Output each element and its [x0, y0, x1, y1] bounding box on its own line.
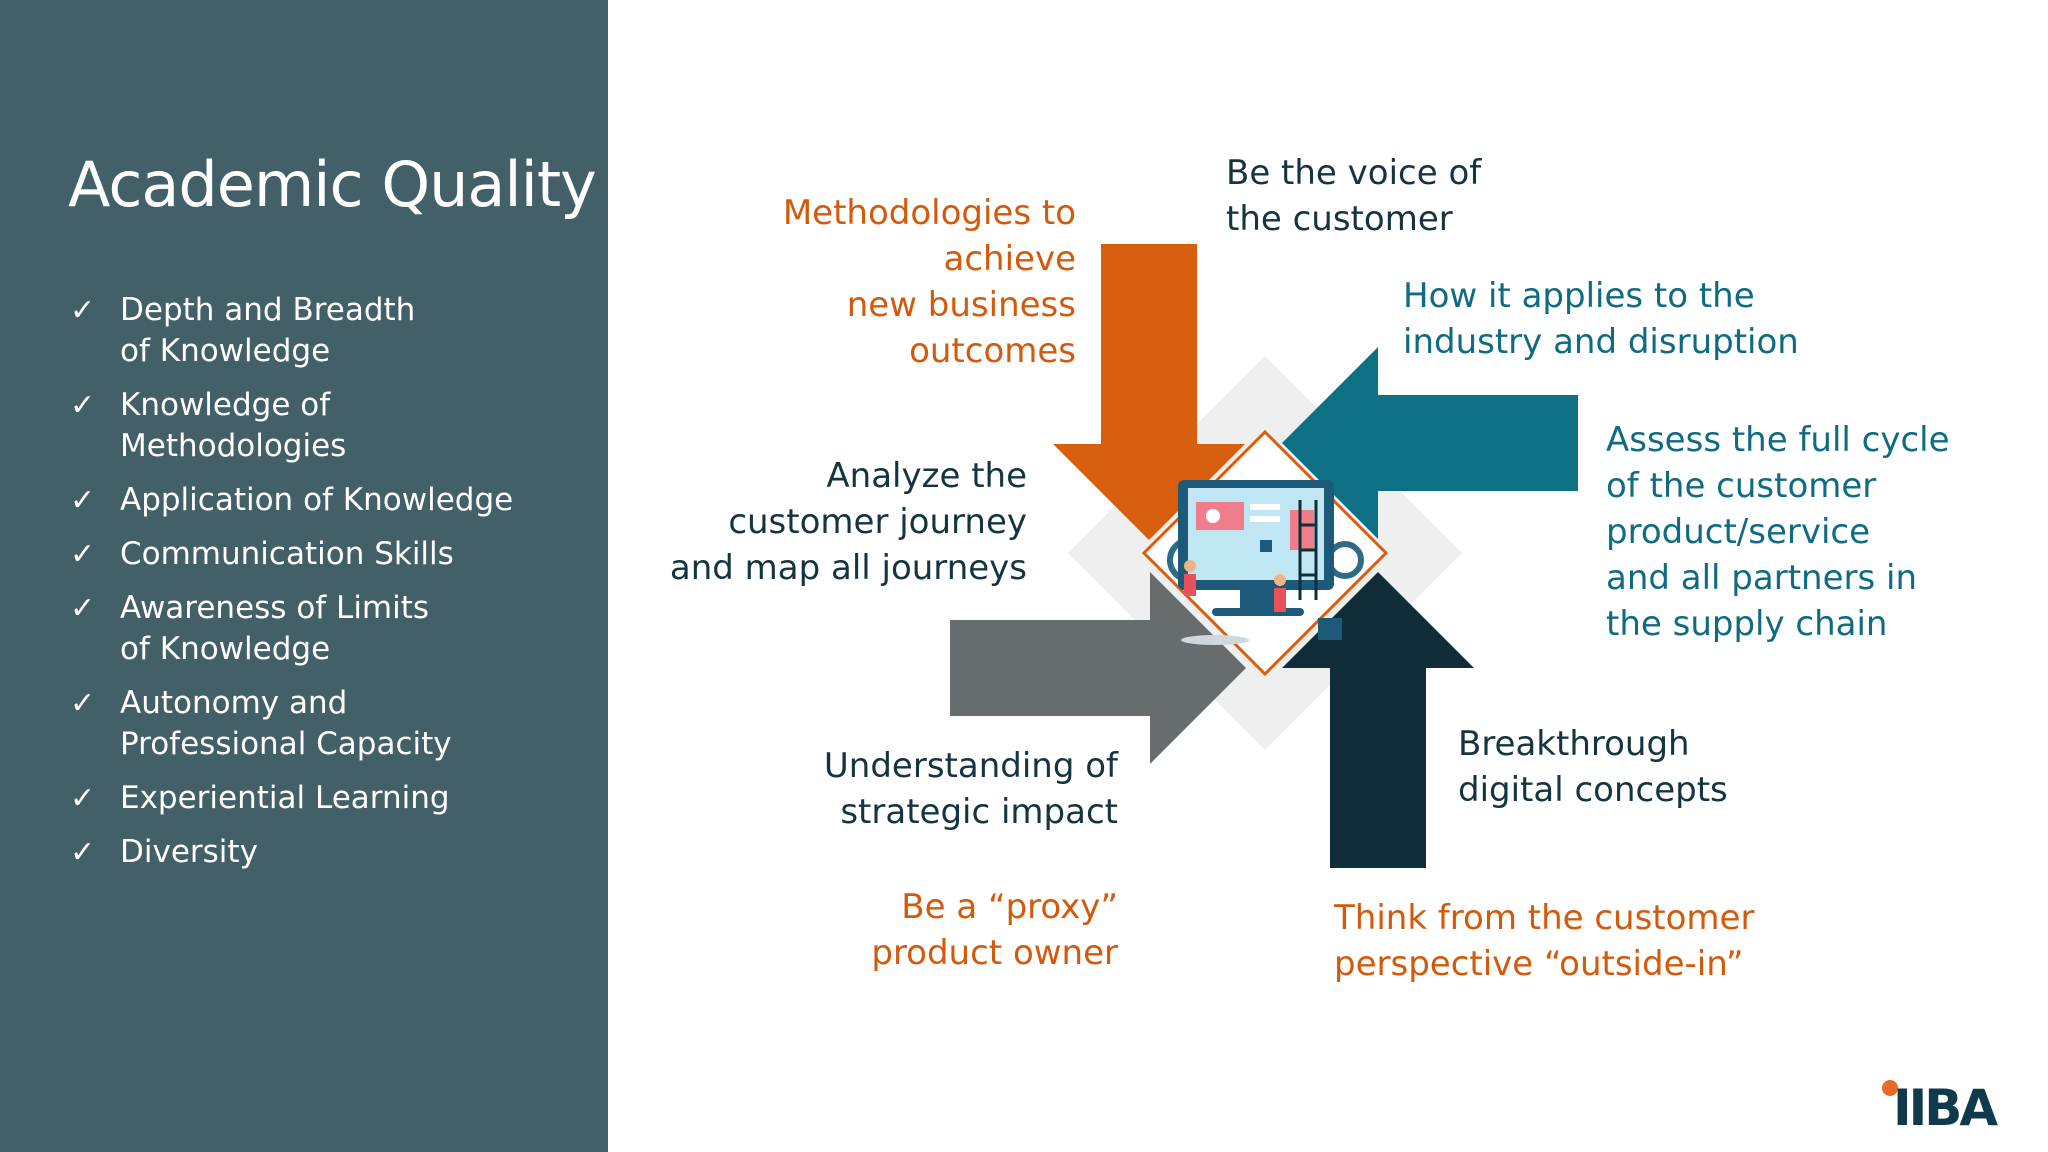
list-item-label: Application of Knowledge [120, 482, 514, 518]
sidebar-panel: Academic Quality ✓ Depth and Breadth of K… [0, 0, 608, 1152]
check-icon: ✓ [70, 781, 96, 816]
list-item-label: Knowledge of Methodologies [120, 387, 347, 464]
quality-list: ✓ Depth and Breadth of Knowledge ✓ Knowled… [70, 290, 590, 886]
check-icon: ✓ [70, 591, 96, 626]
list-item-label: Depth and Breadth of Knowledge [120, 292, 416, 369]
list-item: ✓ Knowledge of Methodologies [70, 385, 590, 467]
check-icon: ✓ [70, 483, 96, 518]
gray-arrow-right [950, 572, 1246, 764]
navy-arrow-up [1282, 572, 1474, 868]
check-icon: ✓ [70, 835, 96, 870]
check-icon: ✓ [70, 537, 96, 572]
list-item-label: Communication Skills [120, 536, 454, 572]
list-item-label: Diversity [120, 834, 258, 870]
check-icon: ✓ [70, 293, 96, 328]
proxy-label: Be a “proxy” product owner [871, 887, 1118, 973]
logo-dot-icon [1882, 1080, 1898, 1096]
teal-arrow-left [1282, 347, 1578, 539]
voice-label: Be the voice of the customer [1226, 153, 1482, 239]
breakthrough-label: Breakthrough digital concepts [1458, 724, 1728, 810]
list-item: ✓ Diversity [70, 832, 590, 873]
orange-arrow-down [1053, 244, 1245, 540]
check-icon: ✓ [70, 388, 96, 423]
list-item: ✓ Autonomy and Professional Capacity [70, 683, 590, 765]
list-item: ✓ Depth and Breadth of Knowledge [70, 290, 590, 372]
assess-label: Assess the full cycle of the customer pr… [1606, 420, 1950, 644]
computer-team-illustration-icon [1167, 480, 1364, 645]
list-item: ✓ Communication Skills [70, 534, 590, 575]
check-icon: ✓ [70, 686, 96, 721]
list-item: ✓ Awareness of Limits of Knowledge [70, 588, 590, 670]
list-item-label: Autonomy and Professional Capacity [120, 685, 452, 762]
understanding-label: Understanding of strategic impact [823, 746, 1118, 832]
list-item: ✓ Application of Knowledge [70, 480, 590, 521]
industry-label: How it applies to the industry and disru… [1403, 276, 1799, 362]
think-label: Think from the customer perspective “out… [1334, 898, 1755, 984]
list-item-label: Awareness of Limits of Knowledge [120, 590, 430, 667]
page-title: Academic Quality [68, 148, 597, 221]
list-item: ✓ Experiential Learning [70, 778, 590, 819]
analyze-label: Analyze the customer journey and map all… [669, 456, 1027, 588]
logo-text: IIBA [1893, 1079, 1998, 1137]
methodologies-label: Methodologies to achieve new business ou… [782, 193, 1076, 371]
list-item-label: Experiential Learning [120, 780, 450, 816]
